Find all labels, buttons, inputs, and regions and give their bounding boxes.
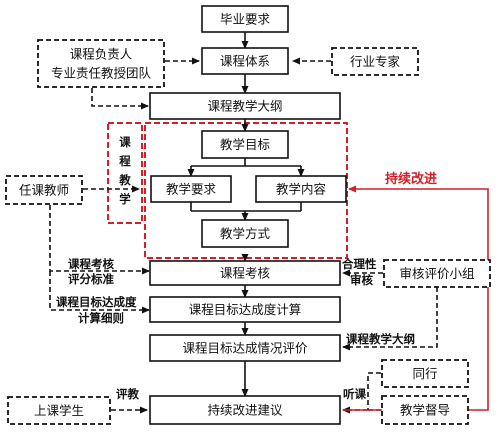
label-student-evaluation: 评教 (116, 387, 139, 401)
svg-text:专业责任教授团队: 专业责任教授团队 (51, 66, 152, 81)
svg-text:任课教师: 任课教师 (19, 183, 69, 198)
node-objective-attainment-eval: 课程目标达成情况评价 (149, 334, 341, 362)
svg-text:教学目标: 教学目标 (220, 137, 270, 152)
main-flow-arrows (187, 32, 305, 397)
svg-text:同行: 同行 (412, 366, 437, 381)
course-teaching-char-4: 学 (119, 192, 131, 206)
svg-text:上课学生: 上课学生 (34, 403, 84, 418)
continuous-improvement-label: 持续改进 (385, 171, 437, 187)
label-assessment-criteria-1: 课程考核 (68, 257, 114, 271)
course-teaching-label-frame (107, 122, 143, 224)
label-observation: 听课 (343, 387, 366, 401)
node-graduation-requirements: 毕业要求 (201, 5, 289, 33)
label-rationality-1: 合理性 (342, 257, 377, 271)
svg-text:课程教学大纲: 课程教学大纲 (207, 99, 282, 114)
course-teaching-char-2: 程 (119, 154, 131, 168)
svg-text:毕业要求: 毕业要求 (220, 12, 271, 27)
node-objective-attainment-calc: 课程目标达成度计算 (149, 296, 341, 323)
svg-text:课程目标达成情况评价: 课程目标达成情况评价 (182, 341, 308, 356)
svg-text:教学督导: 教学督导 (400, 403, 450, 418)
node-teaching-objectives: 教学目标 (201, 130, 289, 159)
svg-text:教学内容: 教学内容 (276, 182, 326, 197)
label-rationality-2: 审核 (350, 273, 373, 287)
label-attainment-rules-2: 计算细则 (78, 311, 124, 325)
node-syllabus: 课程教学大纲 (149, 92, 341, 120)
svg-text:课程负责人: 课程负责人 (70, 47, 133, 62)
box-course-owner-team: 课程负责人 专业责任教授团队 (37, 39, 165, 88)
node-teaching-methods: 教学方式 (201, 219, 289, 248)
svg-text:课程目标达成度计算: 课程目标达成度计算 (189, 302, 302, 317)
svg-text:行业专家: 行业专家 (350, 54, 401, 69)
box-students: 上课学生 (7, 396, 111, 425)
svg-text:教学方式: 教学方式 (220, 226, 271, 241)
svg-text:课程考核: 课程考核 (220, 266, 271, 281)
label-syllabus-ref: 课程教学大纲 (346, 332, 415, 346)
svg-text:审核评价小组: 审核评价小组 (399, 266, 474, 281)
svg-text:课程体系: 课程体系 (220, 54, 270, 69)
box-peers: 同行 (381, 359, 469, 388)
node-curriculum-system: 课程体系 (201, 47, 289, 75)
box-review-group: 审核评价小组 (383, 259, 491, 288)
course-teaching-char-1: 课 (119, 135, 131, 149)
node-teaching-content: 教学内容 (255, 175, 347, 203)
node-improvement-suggestions: 持续改进建议 (149, 395, 341, 425)
box-supervisors: 教学督导 (381, 395, 469, 425)
node-course-assessment: 课程考核 (149, 260, 341, 286)
svg-text:教学要求: 教学要求 (166, 182, 217, 197)
label-assessment-criteria-2: 评分标准 (68, 272, 114, 286)
course-teaching-char-3: 教 (118, 173, 131, 187)
svg-text:持续改进建议: 持续改进建议 (207, 403, 283, 418)
box-industry-experts: 行业专家 (331, 47, 419, 76)
node-teaching-requirements: 教学要求 (150, 175, 232, 203)
label-attainment-rules-1: 课程目标达成度 (56, 295, 137, 309)
box-instructor: 任课教师 (5, 175, 83, 205)
